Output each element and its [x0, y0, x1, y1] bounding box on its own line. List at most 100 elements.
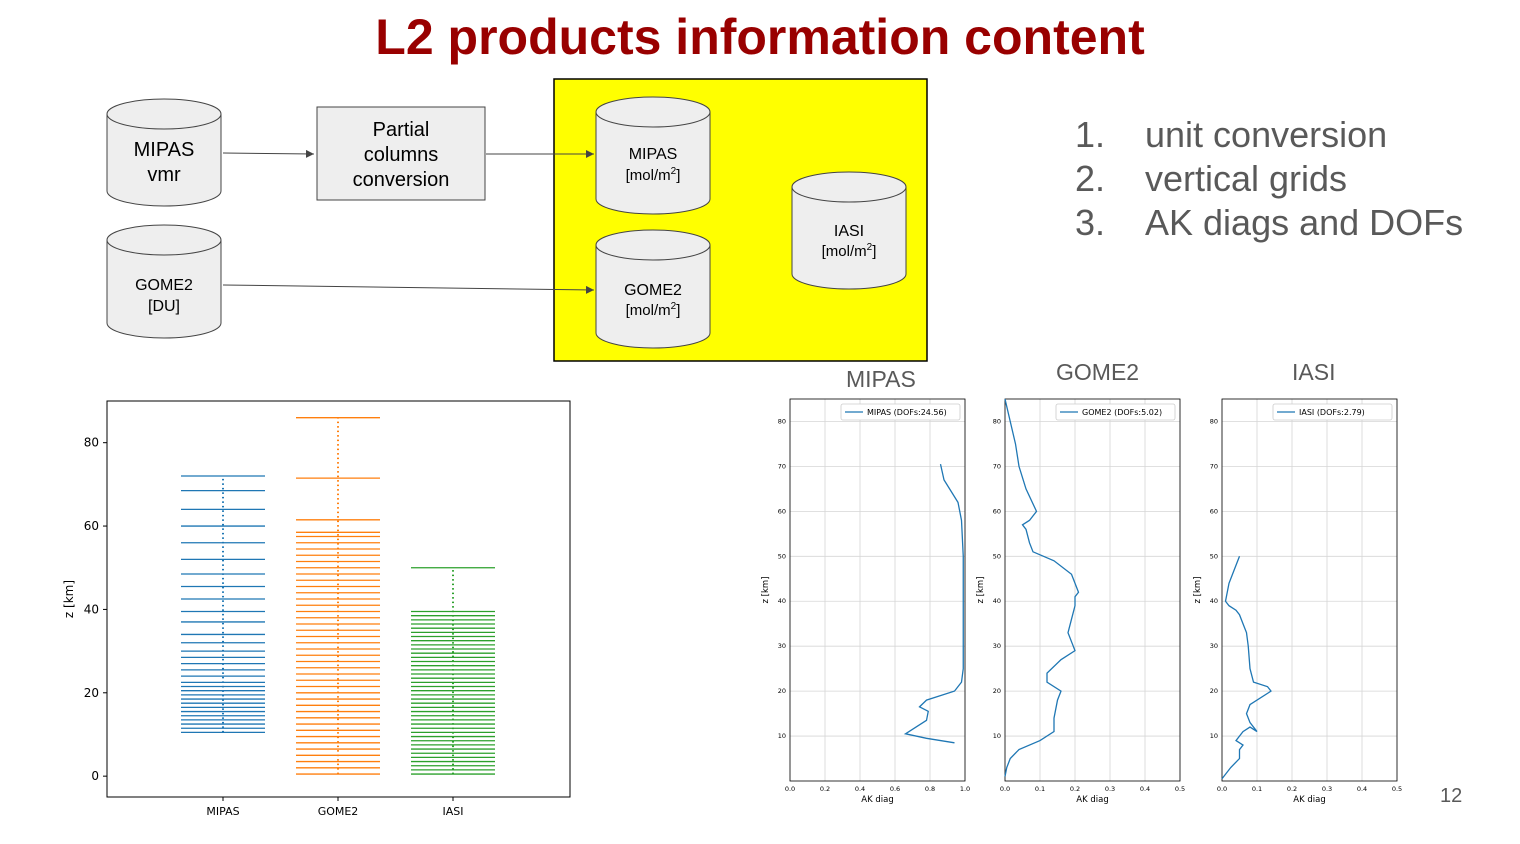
y-tick-label: 40 — [1210, 597, 1218, 605]
y-tick-label: 10 — [778, 732, 786, 740]
x-axis-label: AK diag — [861, 795, 893, 805]
x-tick-label: 0.0 — [785, 785, 795, 793]
x-tick-label: 0.1 — [1035, 785, 1045, 793]
x-tick-label: 0.4 — [1140, 785, 1150, 793]
plot-frame — [789, 398, 966, 782]
x-tick-label: 0.3 — [1322, 785, 1332, 793]
plot-frame — [1221, 398, 1398, 782]
ak-profile-line — [903, 464, 964, 744]
list-item: 3. AK diags and DOFs — [1075, 201, 1463, 245]
mipas-in-unit: vmr — [147, 164, 181, 186]
y-tick-label: 80 — [84, 436, 99, 450]
x-tick-label: 0.1 — [1252, 785, 1262, 793]
iasi-out-label: IASI — [834, 223, 864, 240]
slide-title: L2 products information content — [375, 9, 1145, 65]
arrow-gome2-to-gome2 — [222, 284, 595, 294]
y-tick-label: 30 — [1210, 642, 1218, 650]
y-tick-label: 50 — [778, 552, 786, 560]
x-tick-label: 0.5 — [1392, 785, 1402, 793]
x-tick-label: 0.0 — [1217, 785, 1227, 793]
mipas-in-label: MIPAS — [134, 139, 195, 161]
x-tick-label: 0.4 — [855, 785, 865, 793]
list-item: 2.vertical grids — [1075, 157, 1463, 201]
ak-mipas-chart: 0.0 0.2 0.4 0.6 0.8 1.0 10 20 30 40 50 60 70 80 AK dia… — [761, 398, 970, 805]
y-tick-label: 0 — [91, 769, 99, 783]
y-tick-label: 80 — [1210, 417, 1218, 425]
x-axis-label: AK diag — [1076, 795, 1108, 805]
mipas-vmr-cylinder: MIPAS vmr — [106, 98, 222, 207]
legend-label: IASI (DOFs:2.79) — [1299, 408, 1365, 417]
gome2-out-label: GOME2 — [624, 282, 682, 299]
y-tick-label: 20 — [993, 687, 1001, 695]
y-tick-label: 40 — [84, 602, 99, 616]
y-tick-label: 30 — [993, 642, 1001, 650]
mipas-molm2-cylinder: MIPAS [mol/m2] — [595, 96, 711, 215]
y-tick-label: 60 — [993, 507, 1001, 515]
list-item: 1.unit conversion — [1075, 113, 1463, 157]
ak-profile-line — [1221, 556, 1272, 780]
y-tick-label: 30 — [778, 642, 786, 650]
x-tick-label: 0.4 — [1357, 785, 1367, 793]
gome2-molm2-cylinder: GOME2 [mol/m2] — [595, 229, 711, 349]
iasi-molm2-cylinder: IASI [mol/m2] — [791, 171, 907, 290]
x-tick-label: 0.0 — [1000, 785, 1010, 793]
x-tick-label: GOME2 — [318, 805, 359, 818]
y-tick-label: 10 — [1210, 732, 1218, 740]
mipas-out-label: MIPAS — [629, 146, 678, 163]
gome2-in-unit: [DU] — [148, 298, 180, 315]
steps-list: 1.unit conversion 2.vertical grids 3. AK … — [1075, 113, 1463, 245]
y-tick-label: 80 — [993, 417, 1001, 425]
y-tick-label: 60 — [778, 507, 786, 515]
conversion-box — [316, 106, 486, 201]
y-tick-label: 70 — [993, 462, 1001, 470]
y-tick-label: 10 — [993, 732, 1001, 740]
legend-box — [840, 403, 961, 421]
x-tick-label: 0.2 — [1070, 785, 1080, 793]
page-number: 12 — [1440, 785, 1463, 807]
y-axis-label: z [km] — [1193, 577, 1203, 604]
list-text: AK diags and DOFs — [1145, 202, 1464, 243]
ak-profile-line — [1004, 398, 1080, 777]
legend-box — [1272, 403, 1393, 421]
y-tick-label: 50 — [993, 552, 1001, 560]
panel-title-mipas: MIPAS — [846, 366, 916, 392]
panel-title-iasi: IASI — [1292, 359, 1336, 385]
legend-label: GOME2 (DOFs:5.02) — [1082, 408, 1162, 417]
gome2-out-unit: [mol/m2] — [626, 301, 681, 319]
arrow-mipas-to-converter — [222, 149, 315, 158]
legend-box — [1055, 403, 1176, 421]
y-tick-label: 20 — [778, 687, 786, 695]
y-tick-label: 50 — [1210, 552, 1218, 560]
y-tick-label: 70 — [778, 462, 786, 470]
x-axis-label: AK diag — [1293, 795, 1325, 805]
x-tick-label: 1.0 — [960, 785, 970, 793]
y-tick-label: 70 — [1210, 462, 1218, 470]
y-tick-label: 20 — [1210, 687, 1218, 695]
mipas-out-unit: [mol/m2] — [626, 166, 681, 184]
x-tick-label: 0.6 — [890, 785, 900, 793]
y-tick-label: 40 — [993, 597, 1001, 605]
converter-label-1: Partial — [373, 119, 430, 141]
x-tick-label: 0.3 — [1105, 785, 1115, 793]
x-tick-label: 0.8 — [925, 785, 935, 793]
list-number: 3. — [1075, 202, 1106, 243]
list-text: unit conversion — [1145, 114, 1388, 155]
iasi-out-unit: [mol/m2] — [822, 242, 877, 260]
y-axis-label: z [km] — [761, 577, 771, 604]
gome2-in-label: GOME2 — [135, 277, 193, 294]
y-tick-label: 80 — [778, 417, 786, 425]
y-axis-label: z [km] — [976, 577, 986, 604]
x-tick-label: MIPAS — [206, 805, 239, 818]
converter-label-3: conversion — [353, 169, 450, 191]
x-tick-label: 0.2 — [1287, 785, 1297, 793]
y-tick-label: 20 — [84, 686, 99, 700]
y-tick-label: 40 — [778, 597, 786, 605]
list-text: vertical grids — [1145, 158, 1348, 199]
y-tick-label: 60 — [1210, 507, 1218, 515]
converter-label-2: columns — [364, 144, 438, 166]
x-tick-label: 0.2 — [820, 785, 830, 793]
y-tick-label: 60 — [84, 519, 99, 533]
